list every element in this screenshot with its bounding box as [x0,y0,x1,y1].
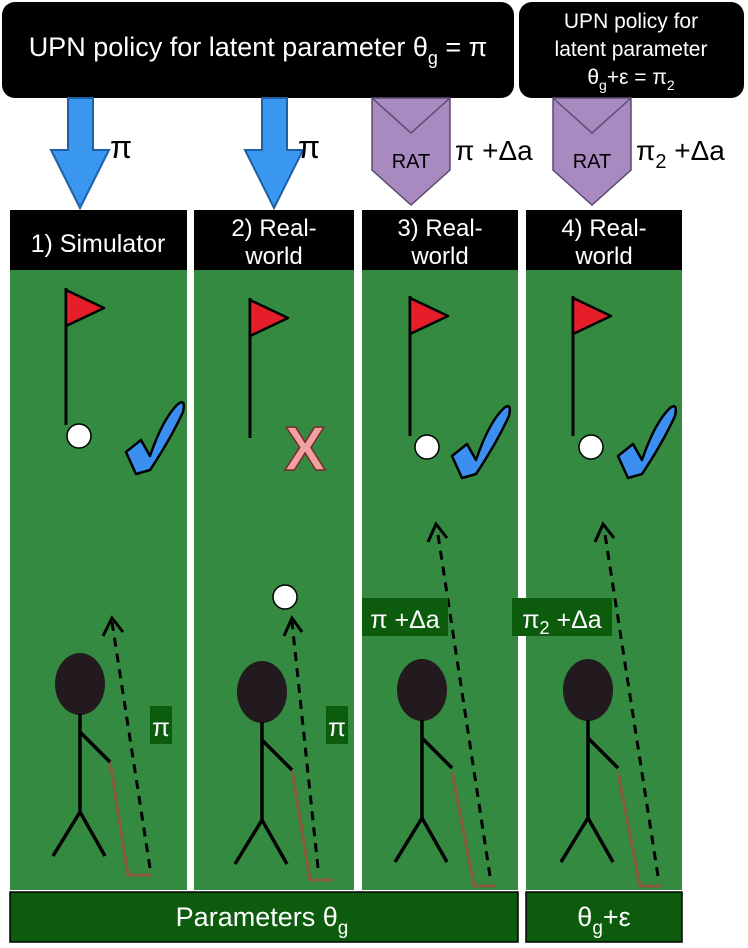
rat3-text: RAT [392,151,431,173]
rat-chevron-3: RAT π +Δa [371,97,533,207]
banner-right-theta: θ [587,66,599,89]
panel4-title-1: 4) Real- [561,215,646,242]
bottom-left-sub: g [338,918,349,939]
panel2-title-1: 2) Real- [231,215,316,242]
rat4-text: RAT [573,151,612,173]
rat-chevron-4: RAT π2 +Δa [552,97,725,207]
policy-arrow-1: π [49,97,132,211]
panel1-title: 1) Simulator [31,230,166,258]
rat4-label-a: π [636,135,655,166]
svg-text:π2 +Δa: π2 +Δa [636,135,725,173]
panel4-shot-label-sub: 2 [540,618,550,638]
svg-text:θg+ε: θg+ε [577,902,630,939]
bottom-right-theta: θ [577,902,592,932]
panel4-shot-label-a: π [522,606,539,634]
banner-right-line3b: +ε = π [607,66,667,89]
panel-realworld-4: 4) Real- world π2 +Δa [512,210,682,890]
panel3-shot-label: π +Δa [370,606,439,634]
rat4-label-b: +Δa [666,135,725,166]
panel2-title-2: world [244,243,302,270]
panel-simulator: 1) Simulator π [10,210,187,890]
bottom-bar-parameters: Parameters θg [9,891,519,943]
top-banner-right: UPN policy for latent parameter θg+ε = π… [519,2,744,98]
panel3-title-2: world [410,243,468,270]
svg-text:π2 +Δa: π2 +Δa [522,606,602,638]
panel2-shot-label: π [328,712,346,742]
bottom-right-sub: g [592,918,603,939]
panel3-title-1: 3) Real- [397,215,482,242]
rat4-label-sub: 2 [655,151,666,173]
banner-left-sub: g [428,48,438,68]
panel4-title-2: world [574,243,632,270]
top-banner-left: UPN policy for latent parameter θg = π [2,2,514,98]
svg-text:θg+ε = π2: θg+ε = π2 [587,66,675,93]
banner-left-text: UPN policy for latent parameter θ [29,32,428,62]
banner-right-sub1: g [599,77,607,93]
panel-realworld-3: 3) Real- world π +Δa [362,210,518,890]
arrow1-label: π [110,129,132,165]
bottom-bar-perturbed: θg+ε [525,891,683,943]
bottom-right-eps: +ε [603,902,631,932]
panel1-shot-label: π [152,712,170,742]
arrow2-label: π [298,129,320,165]
banner-right-line2: latent parameter [555,38,708,61]
svg-text:Parameters θg: Parameters θg [176,902,349,939]
panel-realworld-2: 2) Real- world X π [194,210,354,890]
svg-text:UPN policy for latent paramete: UPN policy for latent parameter θg = π [29,32,488,68]
rat3-label: π +Δa [455,135,533,166]
bottom-left-text: Parameters θ [176,902,338,932]
policy-arrow-2: π [243,97,320,211]
banner-left-suffix: = π [438,32,487,62]
banner-right-line1: UPN policy for [564,10,698,33]
banner-right-sub2: 2 [667,77,675,93]
panel2-miss-mark: X [284,415,325,484]
panel4-shot-label-b: +Δa [550,606,602,634]
